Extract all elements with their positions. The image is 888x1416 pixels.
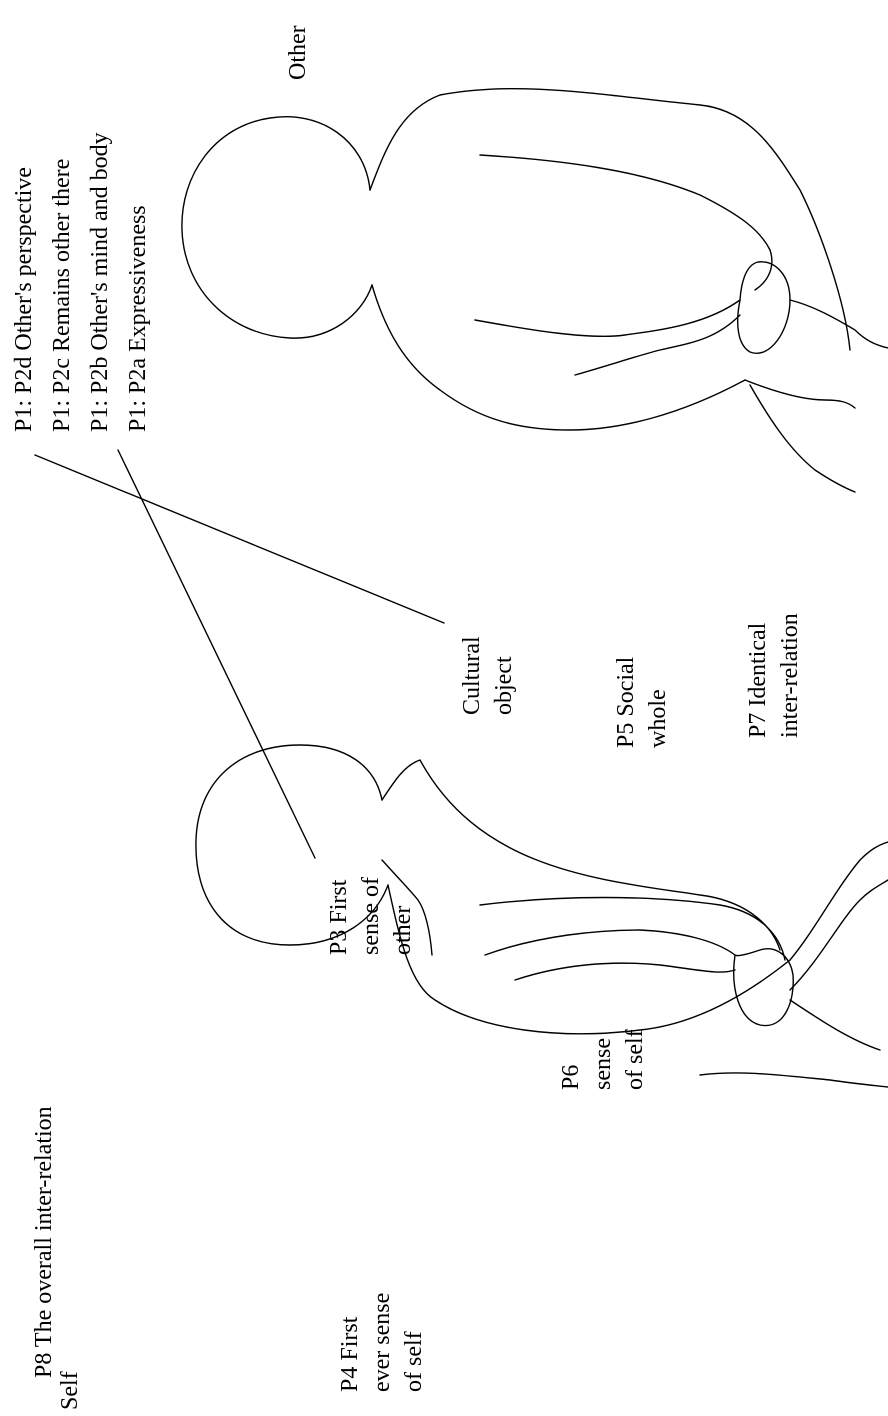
p3-label: P3 First sense of other: [323, 877, 419, 955]
other-figure: [182, 89, 888, 492]
p6-label: P6 sense of self: [555, 1029, 651, 1090]
other-forearm: [475, 300, 740, 336]
p2a-label: P1: P2a Expressiveness: [122, 205, 154, 432]
p4-label: P4 First ever sense of self: [334, 1293, 430, 1392]
p5-label: P5 Social whole: [610, 657, 674, 748]
other-label: Other: [282, 25, 314, 80]
self-inner-arm: [515, 963, 735, 980]
self-lap-2: [790, 842, 888, 960]
self-lap-1: [790, 880, 888, 990]
self-hand: [734, 949, 794, 1026]
other-lap-1: [790, 300, 888, 348]
other-head: [182, 117, 372, 338]
p7-label: P7 Identical inter-relation: [742, 613, 806, 738]
p2b-label: P1: P2b Other's mind and body: [84, 132, 116, 432]
p2d-label: P1: P2d Other's perspective: [8, 167, 40, 432]
self-leg-2: [790, 1000, 880, 1050]
other-torso: [370, 89, 850, 350]
other-inner-arm: [575, 315, 740, 375]
cultural-object-label: Cultural object: [456, 636, 520, 715]
connector-cultural-object-to-p2d: [35, 455, 444, 623]
p8-label: P8 The overall inter-relation: [28, 1106, 60, 1378]
other-back: [372, 285, 745, 430]
other-upper-arm: [480, 155, 772, 290]
connector-p3-to-p2b: [118, 450, 315, 858]
self-figure: [196, 745, 888, 1087]
self-leg: [700, 1073, 888, 1087]
other-hand: [738, 262, 790, 353]
self-torso: [382, 760, 780, 950]
self-forearm: [485, 930, 735, 955]
p2c-label: P1: P2c Remains other there: [46, 159, 78, 432]
